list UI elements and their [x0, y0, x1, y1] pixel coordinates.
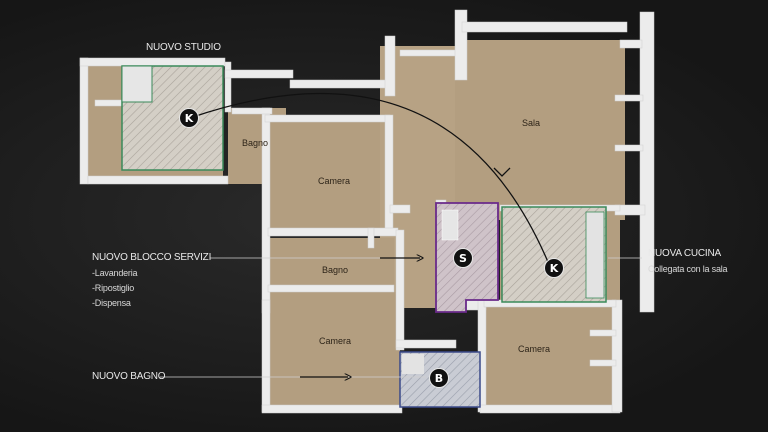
annotation-services: NUOVO BLOCCO SERVIZI: [92, 252, 212, 263]
annotation-kitchen: NUOVA CUCINA: [648, 248, 721, 259]
room-label-bagno-small: Bagno: [242, 138, 269, 148]
walls: [79, 9, 655, 414]
annotation-studio: NUOVO STUDIO: [146, 42, 221, 53]
room-label-camera-bottom-right: Camera: [518, 344, 551, 354]
room-label-camera-bottom-left: Camera: [319, 336, 352, 346]
room-label-sala: Sala: [522, 118, 541, 128]
annotation-bathroom: NUOVO BAGNO: [92, 371, 166, 382]
services-item-1: -Lavanderia: [92, 268, 138, 278]
services-item-3: -Dispensa: [92, 298, 131, 308]
services-marker: S: [453, 248, 473, 268]
bath-marker: B: [429, 368, 449, 388]
annotation-kitchen-sub: Collegata con la sala: [648, 264, 728, 274]
room-label-camera-top: Camera: [318, 176, 351, 186]
kitchen-marker-old: K: [179, 108, 199, 128]
services-item-2: -Ripostiglio: [92, 283, 135, 293]
room-label-bagno-mid: Bagno: [322, 265, 349, 275]
kitchen-marker-new: K: [544, 258, 564, 278]
kitchen-relocation-arc: [189, 92, 549, 263]
